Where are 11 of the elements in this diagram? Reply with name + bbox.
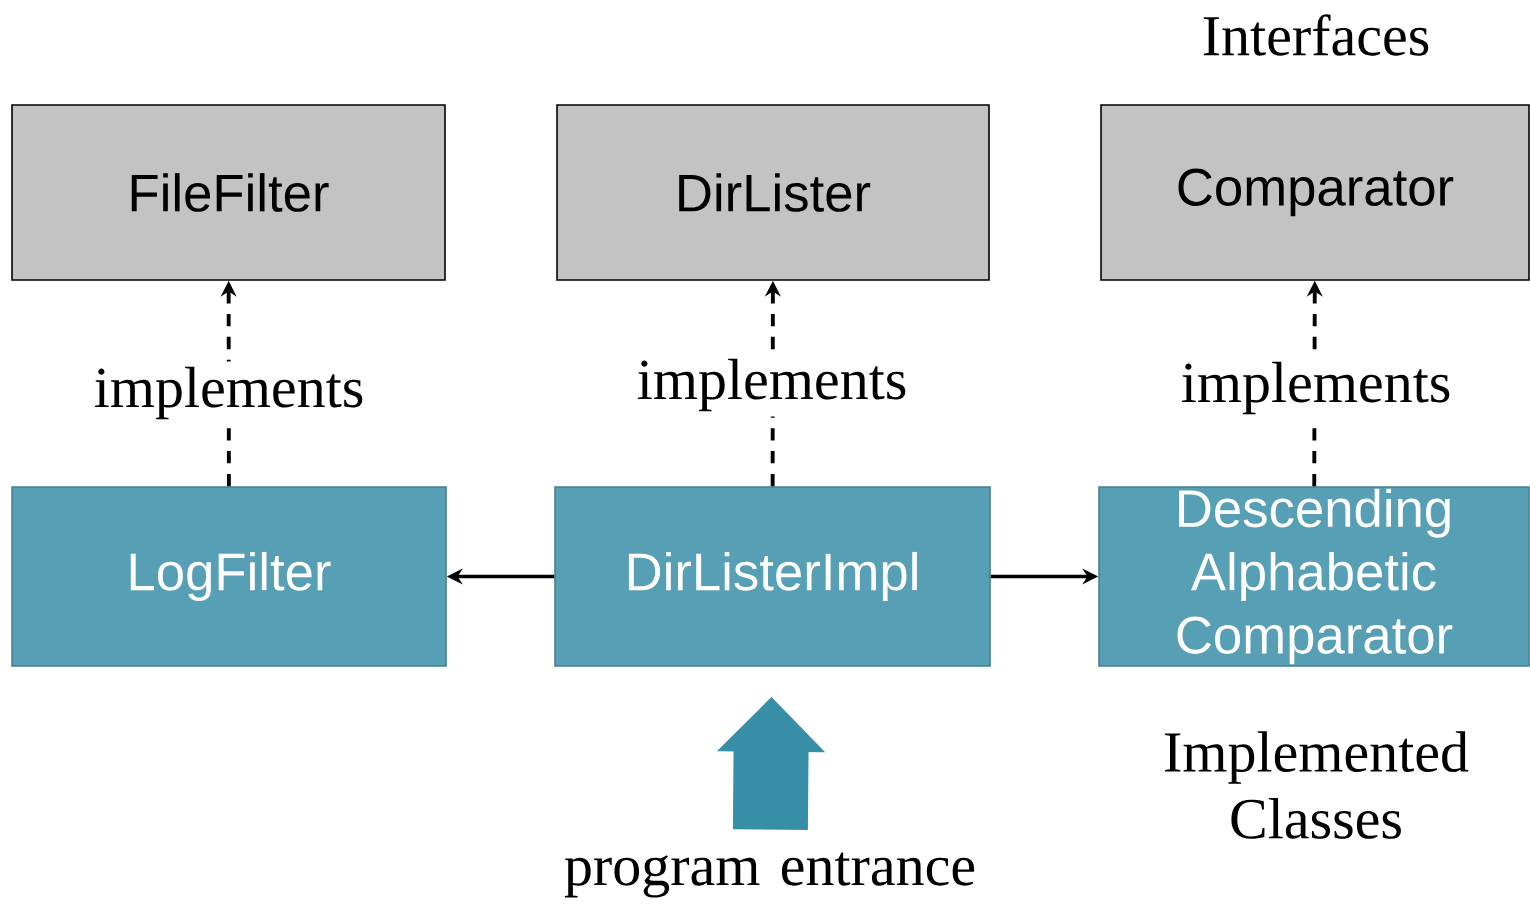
interface-box: DirLister [556,104,990,281]
section-label: Implemented Classes [1165,731,1469,839]
interface-box: Comparator [1100,104,1530,281]
edge-label: implements [88,361,370,425]
caption-text: program entrance [564,852,975,898]
edge-label: implements [631,353,913,417]
class-box: DirListerImpl [554,486,991,667]
interface-box: FileFilter [11,104,446,281]
class-box: LogFilter [11,486,447,667]
class-box: Descending Alphabetic Comparator [1098,486,1530,667]
edge-label: implements [1175,356,1457,420]
